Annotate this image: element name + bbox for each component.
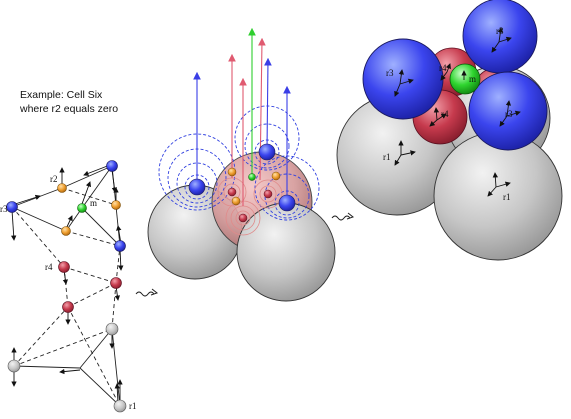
graph-label-r1: r1: [129, 401, 137, 411]
middle-sphere-r2-c: [231, 196, 241, 206]
graph-solid-edges: [11, 165, 121, 407]
graph-label-m: m: [90, 198, 97, 208]
right-label-m: m: [469, 74, 476, 84]
right-sphere-r3-left: [362, 38, 444, 120]
middle-sphere-r2-a: [227, 167, 237, 177]
middle-sphere-r3-top: [258, 143, 276, 161]
graph-node-r1-top: [105, 322, 119, 336]
right-label-r4-top: r4: [439, 63, 447, 73]
graph-node-r3-left: [6, 201, 18, 213]
transition-arrow-2: [331, 212, 355, 221]
graph-diagram: r3 r2 m r4 r1: [0, 160, 137, 413]
right-label-r3-top: r3: [496, 26, 504, 36]
right-sphere-r1-front: [433, 131, 563, 261]
right-label-r1-front: r1: [503, 192, 511, 202]
right-label-r3-left: r3: [386, 68, 394, 78]
force-field-view: [147, 27, 336, 302]
middle-sphere-r4-a: [227, 187, 237, 197]
middle-sphere-r3-right: [278, 194, 296, 212]
graph-node-r4-a: [58, 261, 70, 273]
right-sphere-m: [449, 63, 481, 95]
graph-node-r2-a: [57, 183, 67, 193]
caption-line-1: Example: Cell Six: [20, 89, 103, 101]
right-label-r1-left: r1: [383, 152, 391, 162]
graph-label-r2: r2: [50, 174, 58, 184]
right-label-r3-right: r3: [505, 109, 513, 119]
axis-glyphs: [394, 27, 521, 197]
graph-node-r3-top: [106, 160, 118, 172]
graph-node-r2-c: [61, 226, 71, 236]
middle-sphere-r4-b: [263, 189, 273, 199]
graph-node-r4-c: [62, 301, 74, 313]
caption: Example: Cell Six where r2 equals zero: [20, 88, 118, 116]
graph-node-r1-bottom: [113, 399, 127, 413]
graph-node-r4-b: [110, 277, 122, 289]
graph-dashed-edges: [11, 187, 121, 407]
packing-view: r3 r3 r3 r4 r4 m r1 r1: [336, 0, 563, 261]
middle-sphere-m: [248, 173, 256, 181]
middle-sphere-r2-b: [271, 171, 281, 181]
graph-node-r2-b: [111, 200, 121, 210]
caption-line-2: where r2 equals zero: [20, 103, 119, 115]
transition-arrow-1: [135, 288, 159, 297]
graph-label-r4: r4: [45, 262, 53, 272]
graph-node-r1-left: [7, 359, 21, 373]
middle-sphere-r4-c: [238, 213, 248, 223]
graph-node-r3-right: [114, 240, 126, 252]
graph-node-m: [77, 203, 87, 213]
middle-sphere-r3-left: [188, 178, 206, 196]
force-arrows: [193, 27, 291, 206]
right-label-r4-front: r4: [441, 109, 449, 119]
graph-label-r3: r3: [0, 204, 8, 214]
